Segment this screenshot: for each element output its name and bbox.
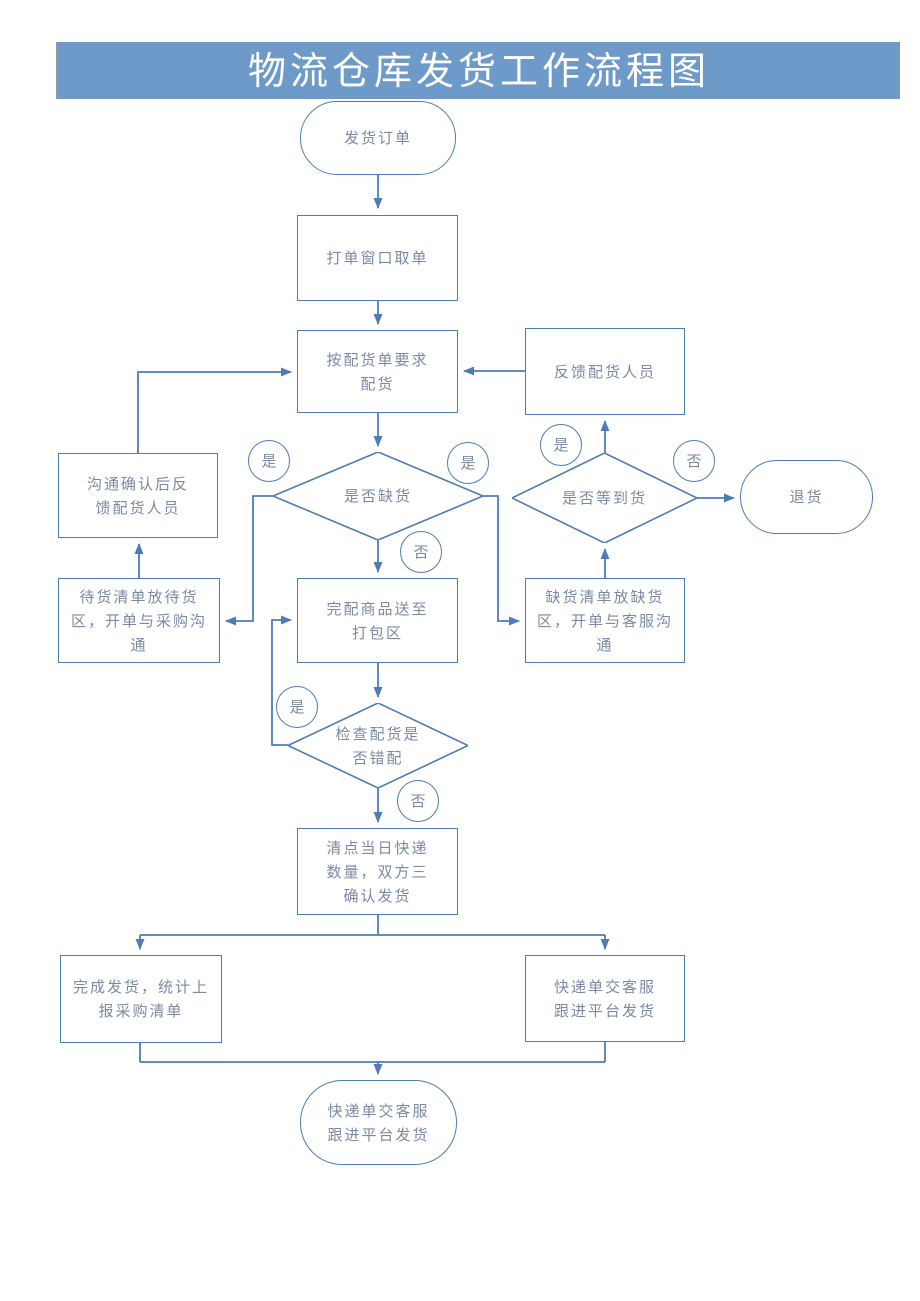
node-count-express: 清点当日快递 数量，双方三 确认发货 xyxy=(297,828,458,915)
split-line xyxy=(140,915,605,936)
node-print-order: 打单窗口取单 xyxy=(297,215,458,301)
node-pick-goods: 按配货单要求 配货 xyxy=(297,330,458,413)
node-wait-list: 待货清单放待货 区，开单与采购沟 通 xyxy=(58,578,220,663)
node-to-packing: 完配商品送至 打包区 xyxy=(297,578,458,663)
diamond-shape xyxy=(512,453,697,543)
label-yes-shortage-left: 是 xyxy=(248,440,290,482)
arrow-shortage-yes-to-waitlist xyxy=(225,495,273,626)
label-yes-wait-arrival: 是 xyxy=(540,424,582,466)
node-decision-wait-arrival: 是否等到货 xyxy=(512,453,697,543)
label-no-shortage: 否 xyxy=(400,531,442,573)
label-no-wait-arrival: 否 xyxy=(673,440,715,482)
decision-shortage-label: 是否缺货 xyxy=(343,487,412,505)
decision-wait-arrival-label: 是否等到货 xyxy=(561,489,647,507)
node-return-goods: 退货 xyxy=(740,460,873,534)
diamond-shape xyxy=(273,452,483,540)
node-start-shipping-order: 发货订单 xyxy=(300,101,456,175)
node-decision-shortage: 是否缺货 xyxy=(273,452,483,540)
diamond-shape xyxy=(288,703,468,788)
node-express-to-cs: 快递单交客服 跟进平台发货 xyxy=(525,955,685,1042)
label-no-mispick: 否 xyxy=(397,780,439,822)
node-decision-mispick: 检查配货是 否错配 xyxy=(288,703,468,788)
node-comm-feedback: 沟通确认后反 馈配货人员 xyxy=(58,453,218,538)
node-feedback-picker: 反馈配货人员 xyxy=(525,328,685,415)
label-yes-mispick: 是 xyxy=(276,686,318,728)
merge-line xyxy=(139,1042,606,1063)
header-bar: 物流仓库发货工作流程图 xyxy=(56,42,900,99)
node-end-express-to-cs: 快递单交客服 跟进平台发货 xyxy=(300,1080,457,1165)
page-title: 物流仓库发货工作流程图 xyxy=(247,48,710,93)
node-finish-ship: 完成发货，统计上 报采购清单 xyxy=(60,955,222,1043)
label-yes-shortage-right: 是 xyxy=(447,442,489,484)
node-shortage-list: 缺货清单放缺货 区，开单与客服沟 通 xyxy=(525,578,685,663)
decision-mispick-label: 检查配货是 否错配 xyxy=(335,724,421,767)
